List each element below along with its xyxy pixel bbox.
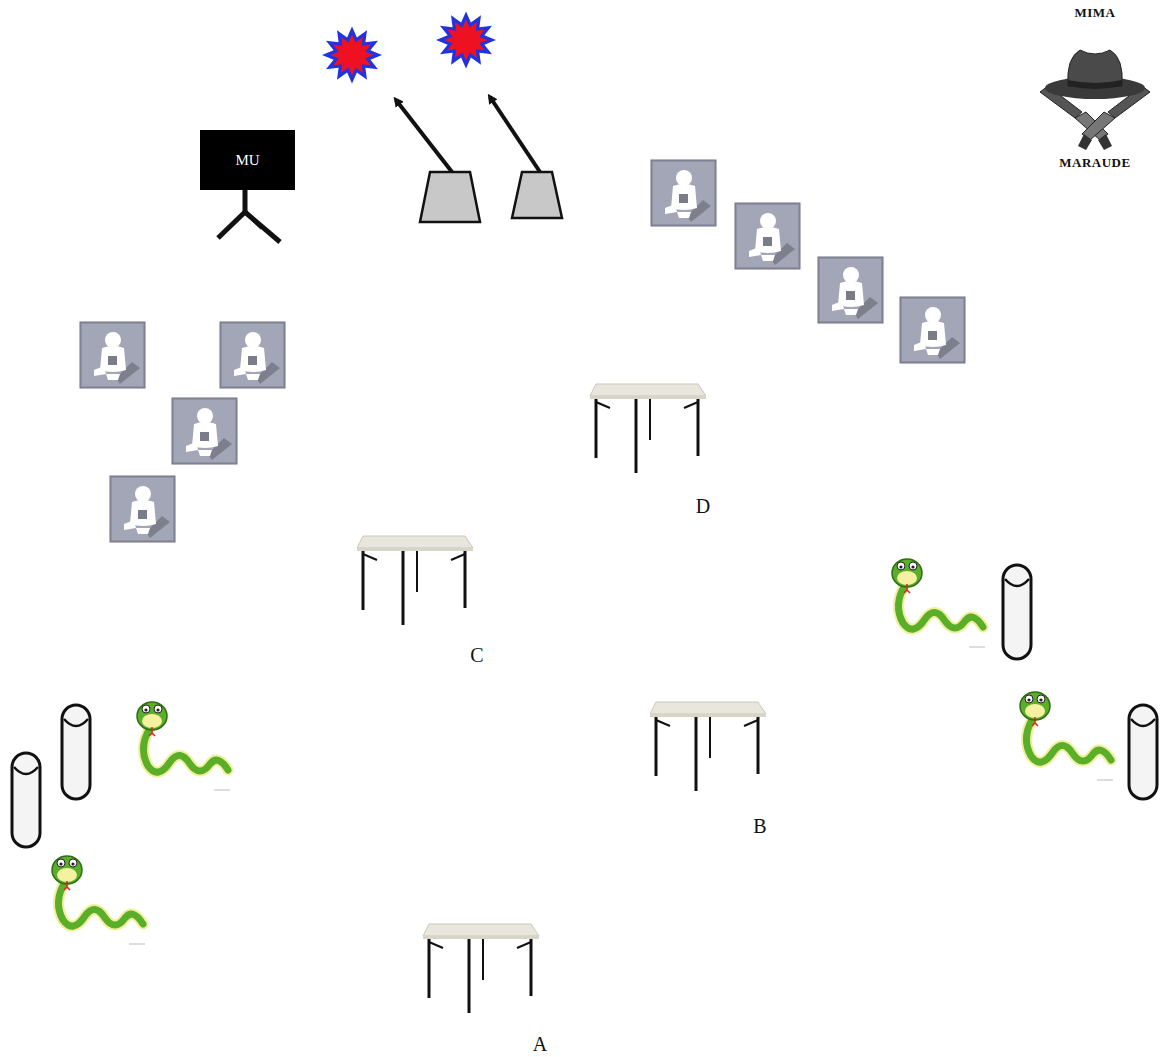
sign-stand xyxy=(218,190,280,242)
knockdown-plate xyxy=(396,97,562,222)
knockdown-burst xyxy=(322,11,496,83)
logo-text: MARAUDE xyxy=(1059,156,1130,169)
table-letter: D xyxy=(696,496,710,516)
logo-text: MIMA xyxy=(1075,6,1116,19)
sign-text: MU xyxy=(235,153,259,168)
snake-icon xyxy=(52,559,1113,944)
table xyxy=(357,384,766,1013)
club-logo xyxy=(1040,50,1150,150)
steel-target xyxy=(80,160,965,542)
table-letter: A xyxy=(533,1034,547,1054)
barrel xyxy=(12,565,1157,847)
sign-board: MU xyxy=(200,130,295,190)
table-letter: C xyxy=(470,645,483,665)
table-letter: B xyxy=(753,816,766,836)
